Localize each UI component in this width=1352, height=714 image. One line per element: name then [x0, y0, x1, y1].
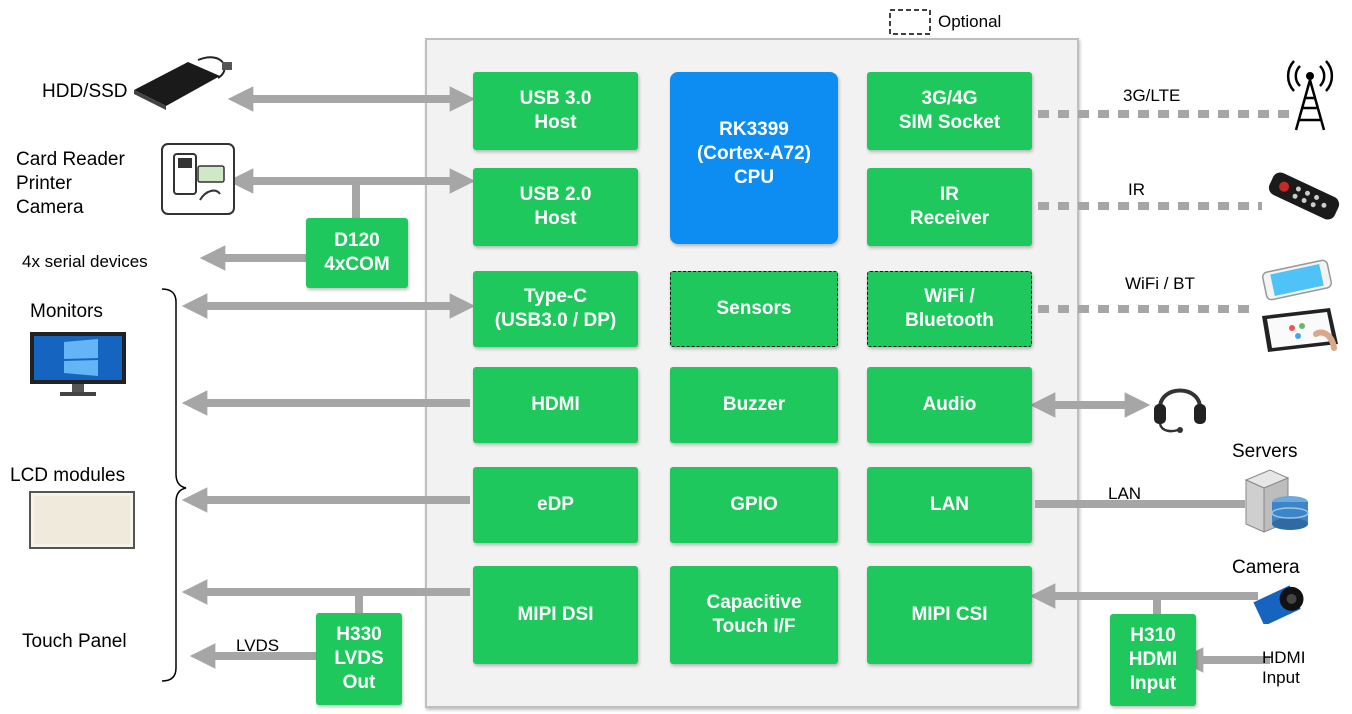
lan-label: LAN — [1108, 484, 1142, 503]
card-reader-label: Card Reader Printer Camera — [16, 149, 125, 218]
gpio-block: GPIO — [670, 467, 838, 543]
monitor-icon — [30, 332, 126, 396]
usb2-host-block: USB 2.0 Host — [473, 168, 638, 246]
lte-label: 3G/LTE — [1123, 86, 1181, 105]
mipi-dsi-block: MIPI DSI — [473, 566, 638, 664]
camera-label: Camera — [1232, 557, 1300, 578]
serial-devices-label: 4x serial devices — [22, 252, 148, 271]
smartphone-icon — [1261, 259, 1333, 301]
server-icon — [1244, 469, 1309, 533]
monitors-label: Monitors — [30, 301, 103, 322]
camera-module-icon — [1253, 585, 1304, 624]
optional-legend-label: Optional — [938, 12, 1002, 31]
sim-socket-block: 3G/4G SIM Socket — [867, 72, 1032, 150]
sensors-block: Sensors — [670, 271, 838, 347]
tablet-icon — [1262, 308, 1338, 352]
hdd-icon — [134, 56, 232, 110]
type-c-block: Type-C (USB3.0 / DP) — [473, 271, 638, 347]
lcd-modules-label: LCD modules — [10, 465, 126, 486]
remote-control-icon — [1268, 172, 1340, 220]
servers-label: Servers — [1232, 441, 1298, 462]
d120-block: D120 4xCOM — [306, 218, 408, 288]
touch-panel-label: Touch Panel — [22, 631, 127, 652]
usb3-host-block: USB 3.0 Host — [473, 72, 638, 150]
optional-legend-icon — [889, 9, 931, 35]
wifi-bt-label: WiFi / BT — [1125, 274, 1195, 293]
h310-block: H310 HDMI Input — [1110, 614, 1196, 706]
capacitive-touch-block: Capacitive Touch I/F — [670, 566, 838, 664]
wifi-bluetooth-block: WiFi / Bluetooth — [867, 271, 1032, 347]
cell-tower-icon — [1286, 60, 1334, 131]
buzzer-block: Buzzer — [670, 367, 838, 443]
headset-icon — [1154, 388, 1206, 433]
h330-block: H330 LVDS Out — [316, 613, 402, 705]
hdd-ssd-label: HDD/SSD — [42, 81, 128, 102]
ir-label: IR — [1128, 180, 1145, 199]
lvds-label: LVDS — [236, 636, 280, 655]
hdmi-block: HDMI — [473, 367, 638, 443]
hdmi-input-label: HDMI Input — [1262, 648, 1306, 687]
cpu-block: RK3399 (Cortex-A72) CPU — [670, 72, 838, 244]
ir-receiver-block: IR Receiver — [867, 168, 1032, 246]
lan-block: LAN — [867, 467, 1032, 543]
audio-block: Audio — [867, 367, 1032, 443]
lcd-module-icon — [29, 491, 135, 549]
mipi-csi-block: MIPI CSI — [867, 566, 1032, 664]
edp-block: eDP — [473, 467, 638, 543]
card-reader-icon — [161, 143, 235, 215]
